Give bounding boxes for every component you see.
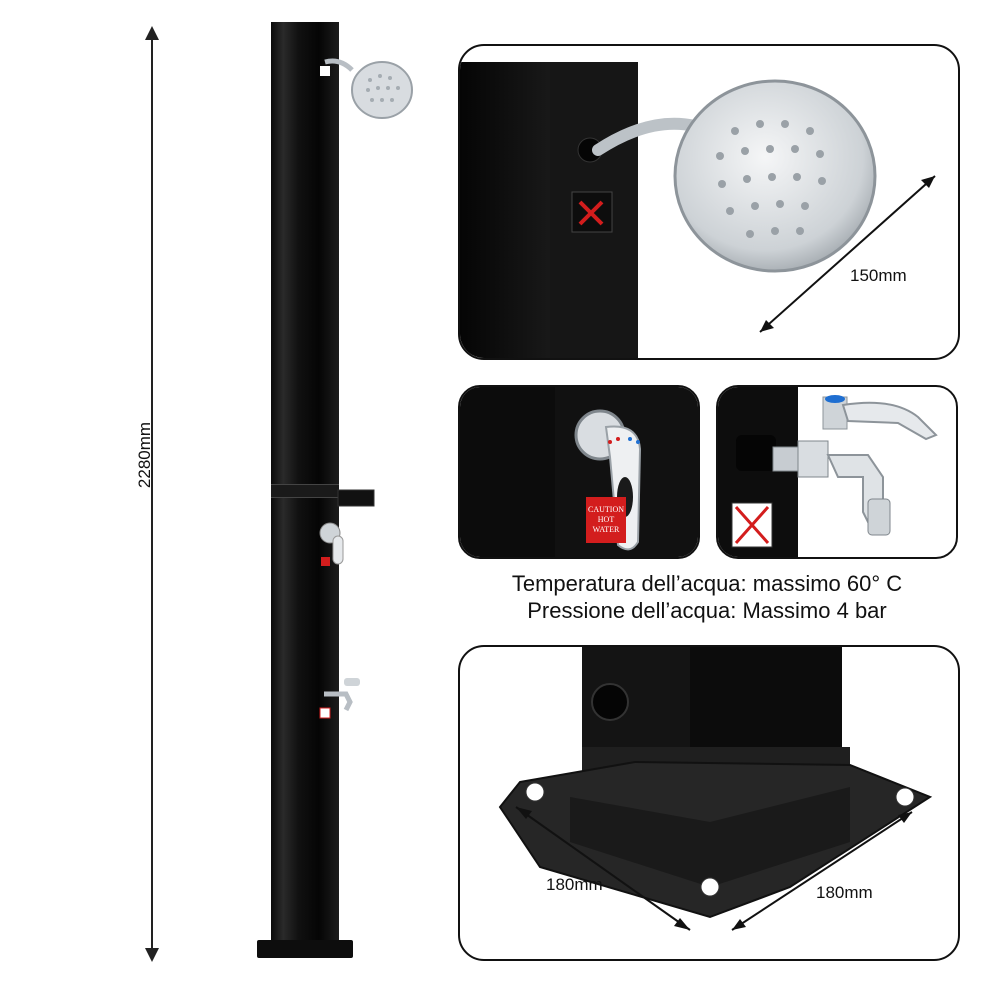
tap-detail-panel <box>716 385 958 559</box>
water-pressure-text: Pressione dell’acqua: Massimo 4 bar <box>527 598 887 623</box>
tap-illustration <box>718 387 938 557</box>
base-depth-label: 180mm <box>816 883 873 902</box>
head-diameter-label: 150mm <box>850 266 907 285</box>
pole-fittings <box>319 58 413 719</box>
shower-head-icon <box>351 61 413 119</box>
pole-base <box>257 940 353 958</box>
mixer-illustration <box>460 387 698 557</box>
pole-seam <box>271 484 339 498</box>
water-temperature-text: Temperatura dell’acqua: massimo 60° C <box>511 571 903 596</box>
base-illustration <box>498 647 933 931</box>
shower-head-detail-panel: 150mm <box>458 44 960 360</box>
base-detail-panel: 180mm 180mm <box>458 645 960 961</box>
base-depth-dimension-line <box>731 811 913 931</box>
no-drinking-icon <box>734 506 770 544</box>
arrow-down-icon <box>145 948 159 962</box>
base-width-dimension-line <box>515 806 691 931</box>
arrow-up-icon <box>145 26 159 40</box>
mixer-detail-panel: CAUTION HOT WATER <box>458 385 700 559</box>
caution-sticker: CAUTION HOT WATER <box>588 505 624 534</box>
height-label: 2280mm <box>135 421 154 489</box>
height-dimension-line <box>151 30 153 960</box>
no-tool-icon <box>578 200 604 226</box>
shower-head-illustration <box>460 62 936 358</box>
base-width-label: 180mm <box>546 875 603 894</box>
water-specs: Temperatura dell’acqua: massimo 60° C Pr… <box>458 570 956 624</box>
drain-plug-icon <box>591 683 629 721</box>
diameter-dimension-line <box>759 175 936 333</box>
